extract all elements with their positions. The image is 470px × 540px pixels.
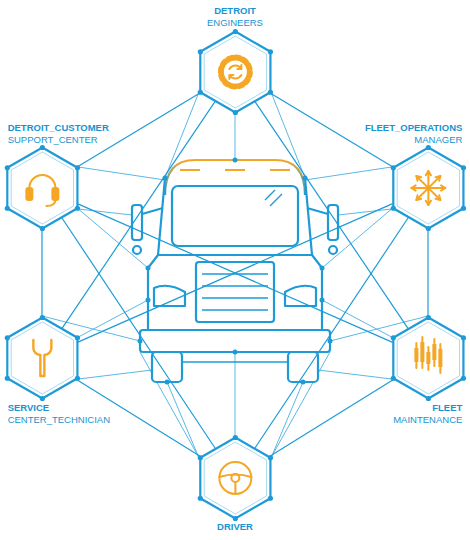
hexagon-node: DRIVER bbox=[199, 436, 272, 520]
network-connector bbox=[269, 379, 394, 457]
network-connector bbox=[427, 229, 428, 317]
junction-dots bbox=[138, 158, 333, 385]
network-connector bbox=[41, 229, 42, 317]
hexagon-node: DETROITENGINEERS bbox=[199, 30, 272, 114]
hexagon-outline bbox=[6, 316, 79, 400]
hexagon-icon bbox=[219, 462, 251, 494]
node-heading: FLEET bbox=[393, 402, 462, 414]
network-connector bbox=[77, 204, 392, 343]
node-heading: FLEET_OPERATIONS bbox=[365, 122, 462, 134]
hexagon-outline bbox=[6, 146, 79, 230]
node-label: DRIVER bbox=[215, 521, 255, 533]
node-label: SERVICECENTER_TECHNICIAN bbox=[6, 402, 112, 425]
truck-outline bbox=[132, 160, 338, 382]
node-heading: DETROIT_CUSTOMER bbox=[8, 122, 109, 134]
node-subheading: ENGINEERS bbox=[207, 17, 263, 29]
node-subheading: MANAGER bbox=[365, 134, 462, 146]
hexagon-outline bbox=[392, 146, 465, 230]
node-heading: DETROIT bbox=[207, 5, 263, 17]
node-label: FLEET_OPERATIONSMANAGER bbox=[363, 122, 464, 145]
hexagon-node: DETROIT_CUSTOMERSUPPORT_CENTER bbox=[6, 146, 79, 230]
hexagon-node: FLEETMAINTENANCE bbox=[392, 316, 465, 400]
hexagon-icon bbox=[220, 57, 250, 87]
hexagon-icon bbox=[26, 175, 58, 206]
hexagon-outline bbox=[392, 316, 465, 400]
node-label: FLEETMAINTENANCE bbox=[391, 402, 464, 425]
node-label: DETROITENGINEERS bbox=[205, 5, 265, 28]
hexagon-node: SERVICECENTER_TECHNICIAN bbox=[6, 316, 79, 400]
hexagon-outline bbox=[199, 436, 272, 520]
node-heading: DRIVER bbox=[217, 521, 253, 533]
hexagon-outline bbox=[199, 30, 272, 114]
node-subheading: SUPPORT_CENTER bbox=[8, 134, 109, 146]
hexagon-node: FLEET_OPERATIONSMANAGER bbox=[392, 146, 465, 230]
node-subheading: CENTER_TECHNICIAN bbox=[8, 414, 110, 426]
node-label: DETROIT_CUSTOMERSUPPORT_CENTER bbox=[6, 122, 111, 145]
network-connector bbox=[77, 204, 392, 343]
node-heading: SERVICE bbox=[8, 402, 110, 414]
node-subheading: MAINTENANCE bbox=[393, 414, 462, 426]
hexagon-icon bbox=[411, 171, 445, 205]
hexagon-icon bbox=[414, 337, 442, 373]
hexagon-icon bbox=[33, 340, 51, 376]
network-connector bbox=[255, 218, 409, 449]
